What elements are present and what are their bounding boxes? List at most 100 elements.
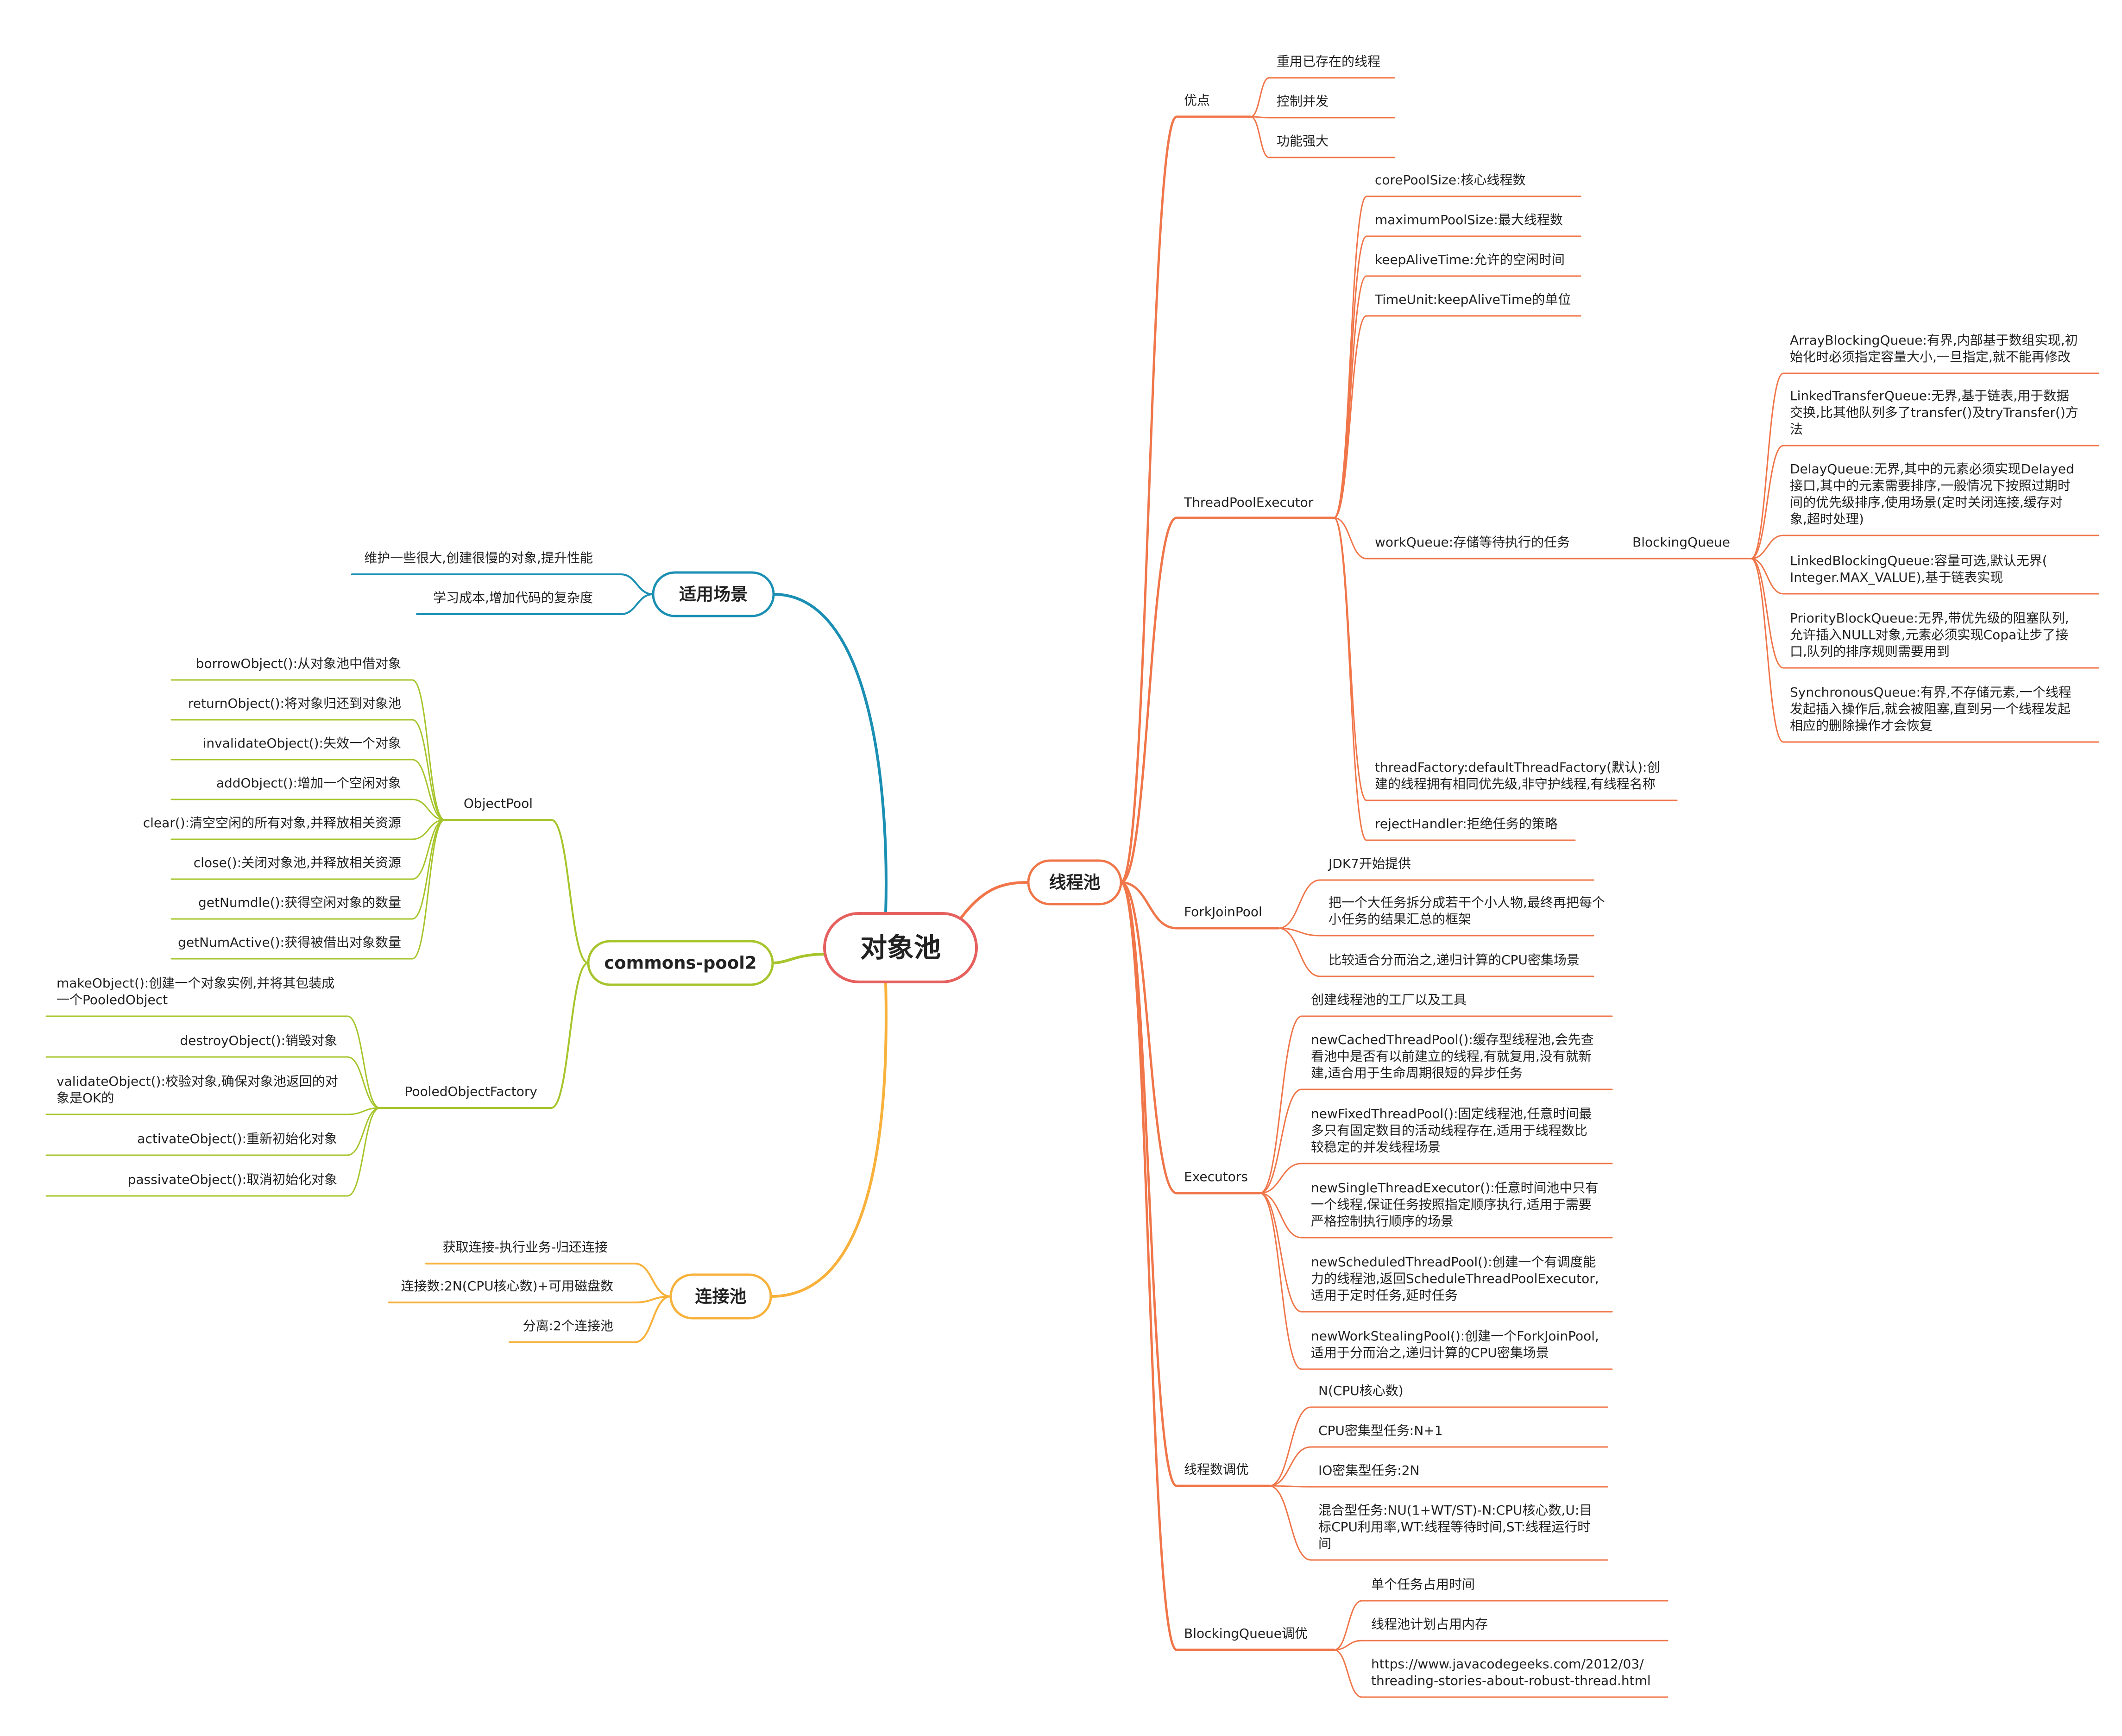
object-pool-method: getNumActive():获得被借出对象数量: [178, 935, 401, 950]
tpe-param: TimeUnit:keepAliveTime的单位: [1374, 292, 1571, 307]
topic-thread-count-tuning[interactable]: 线程数调优: [1184, 1462, 1249, 1477]
connector: [1250, 77, 1270, 118]
connector: [1120, 516, 1178, 884]
connector: [1120, 881, 1178, 1651]
thread-count-item: IO密集型任务:2N: [1318, 1463, 1420, 1478]
connector: [620, 573, 654, 595]
connector: [771, 953, 826, 964]
connector: [1120, 115, 1178, 884]
executors-item: newScheduledThreadPool():创建一个有调度能 力的线程池,…: [1311, 1254, 1603, 1303]
connector: [1259, 1192, 1303, 1313]
connector: [346, 1107, 381, 1115]
object-pool-method: close():关闭对象池,并释放相关资源: [194, 855, 401, 870]
connector: [411, 819, 446, 920]
blocking-queue-item: PriorityBlockQueue:无界,带优先级的阻塞队列, 允许插入NUL…: [1790, 610, 2073, 659]
thread-count-item: N(CPU核心数): [1318, 1383, 1404, 1398]
connector: [550, 962, 589, 1109]
topic-thread-pool-executor[interactable]: ThreadPoolExecutor: [1184, 495, 1314, 510]
thread-count-item: CPU密集型任务:N+1: [1318, 1423, 1443, 1438]
connector: [346, 1056, 381, 1109]
connector: [620, 593, 654, 615]
hub-connection-pool-label: 连接池: [695, 1287, 747, 1307]
connector: [1268, 1485, 1312, 1561]
connector: [634, 1296, 672, 1343]
connector: [411, 679, 446, 821]
hub-scenarios-label: 适用场景: [679, 585, 748, 604]
connector: [411, 799, 446, 821]
connector: [411, 759, 446, 821]
topic-executors[interactable]: Executors: [1184, 1169, 1248, 1184]
hub-thread-pool[interactable]: 线程池: [1027, 859, 1122, 906]
hub-scenarios[interactable]: 适用场景: [652, 571, 775, 617]
connector: [1750, 558, 1784, 595]
thread-count-item: 混合型任务:NU(1+WT/ST)-N:CPU核心数,U:目 标CPU利用率,W…: [1318, 1503, 1596, 1551]
connector: [1259, 1163, 1303, 1194]
topic-pooled-object-factory[interactable]: PooledObjectFactory: [405, 1084, 537, 1099]
tpe-thread-factory: threadFactory:defaultThreadFactory(默认):创…: [1375, 760, 1664, 792]
connector: [1333, 517, 1367, 841]
connector: [550, 819, 589, 964]
topic-fork-join-pool[interactable]: ForkJoinPool: [1184, 904, 1262, 919]
connector: [1120, 881, 1178, 930]
connector: [769, 981, 888, 1298]
blocking-queue-item: DelayQueue:无界,其中的元素必须实现Delayed 接口,其中的元素需…: [1790, 461, 2078, 527]
hub-commons-pool-label: commons-pool2: [604, 953, 756, 973]
topic-object-pool[interactable]: ObjectPool: [464, 796, 533, 811]
connector: [1333, 517, 1367, 801]
factory-method: validateObject():校验对象,确保对象池返回的对 象是OK的: [57, 1074, 342, 1106]
connector: [1750, 372, 1784, 560]
blocking-queue-item: ArrayBlockingQueue:有界,内部基于数组实现,初 始化时必须指定…: [1790, 333, 2082, 365]
connection-pool-item: 分离:2个连接池: [523, 1318, 613, 1333]
advantage-item: 功能强大: [1277, 133, 1329, 149]
fork-join-item: 把一个大任务拆分成若干个小人物,最终再把每个 小任务的结果汇总的框架: [1329, 895, 1609, 927]
hub-commons-pool[interactable]: commons-pool2: [587, 940, 774, 986]
connector-lines: [45, 77, 2099, 1698]
connector: [1268, 1406, 1312, 1487]
advantage-item: 控制并发: [1277, 94, 1329, 109]
connector: [1333, 1600, 1363, 1651]
advantage-item: 重用已存在的线程: [1277, 54, 1380, 69]
connector: [1268, 1485, 1312, 1488]
connector: [1259, 1192, 1303, 1239]
connector: [1333, 517, 1367, 560]
tpe-work-queue: workQueue:存储等待执行的任务: [1375, 535, 1570, 550]
factory-method: destroyObject():销毁对象: [180, 1033, 337, 1048]
hub-thread-pool-label: 线程池: [1049, 873, 1101, 893]
executors-item: 创建线程池的工厂以及工具: [1311, 992, 1467, 1007]
object-pool-method: getNumdle():获得空闲对象的数量: [198, 895, 401, 910]
connector: [411, 819, 446, 960]
factory-method: passivateObject():取消初始化对象: [128, 1172, 337, 1187]
executors-item: newWorkStealingPool():创建一个ForkJoinPool, …: [1311, 1328, 1603, 1360]
topic-blocking-queue[interactable]: BlockingQueue: [1632, 535, 1730, 550]
connector: [1750, 445, 1784, 560]
connection-pool-item: 获取连接-执行业务-归还连接: [443, 1239, 608, 1255]
connector: [772, 593, 888, 915]
connection-pool-item: 连接数:2N(CPU核心数)+可用磁盘数: [401, 1278, 613, 1294]
object-pool-method: clear():清空空闲的所有对象,并释放相关资源: [143, 815, 401, 830]
bq-tuning-link[interactable]: https://www.javacodegeeks.com/2012/03/ t…: [1371, 1656, 1651, 1688]
fork-join-item: 比较适合分而治之,递归计算的CPU密集场景: [1329, 952, 1580, 968]
connector: [957, 881, 1030, 922]
hub-connection-pool[interactable]: 连接池: [669, 1273, 772, 1320]
connector: [1333, 1640, 1363, 1651]
connector: [1278, 927, 1321, 937]
connector: [1333, 275, 1367, 519]
connector: [1259, 1015, 1303, 1194]
scenario-item: 学习成本,增加代码的复杂度: [433, 590, 593, 605]
executors-item: newSingleThreadExecutor():任意时间池中只有 一个线程,…: [1311, 1180, 1602, 1229]
blocking-queue-item: SynchronousQueue:有界,不存储元素,一个线程 发起插入操作后,就…: [1790, 685, 2076, 733]
topic-advantages[interactable]: 优点: [1184, 93, 1210, 108]
root-node[interactable]: 对象池: [823, 912, 978, 983]
tpe-param: keepAliveTime:允许的空闲时间: [1375, 252, 1565, 267]
tpe-reject-handler: rejectHandler:拒绝任务的策略: [1375, 816, 1558, 831]
root-label: 对象池: [860, 932, 941, 963]
scenario-item: 维护一些很大,创建很慢的对象,提升性能: [364, 550, 593, 566]
connector: [346, 1107, 381, 1156]
factory-method: activateObject():重新初始化对象: [137, 1131, 337, 1146]
tpe-param: maximumPoolSize:最大线程数: [1375, 212, 1563, 227]
executors-item: newFixedThreadPool():固定线程池,任意时间最 多只有固定数目…: [1311, 1106, 1596, 1155]
topic-blocking-queue-tuning[interactable]: BlockingQueue调优: [1184, 1626, 1308, 1641]
connector: [1750, 558, 1784, 743]
factory-method: makeObject():创建一个对象实例,并将其包装成 一个PooledObj…: [57, 975, 339, 1007]
